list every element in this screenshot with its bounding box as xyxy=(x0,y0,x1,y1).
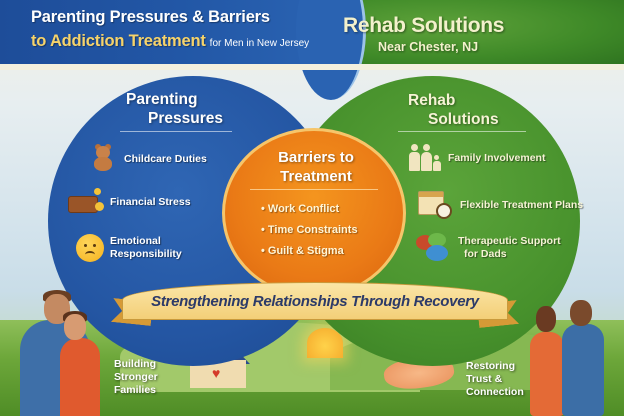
header-blue-panel xyxy=(0,0,330,64)
rehab-title: Rehab Solutions xyxy=(343,14,505,37)
header: Parenting Pressures & Barriers to Addict… xyxy=(0,0,624,100)
parenting-item-childcare: Childcare Duties xyxy=(88,144,207,174)
barriers-divider xyxy=(250,189,378,190)
chat-bubbles-icon xyxy=(416,233,452,263)
barrier-item: • Work Conflict xyxy=(261,203,340,215)
teddy-bear-icon xyxy=(88,144,118,174)
barrier-item: • Guilt & Stigma xyxy=(261,245,344,257)
caption-restoring-trust: Restoring Trust & Connection xyxy=(466,360,524,398)
banner-text: Strengthening Relationships Through Reco… xyxy=(151,292,479,310)
caption-building-families: Building Stronger Families xyxy=(114,358,158,396)
solutions-item-therapeutic: Therapeutic Support for Dads xyxy=(416,233,561,263)
sun-icon xyxy=(307,328,343,358)
parenting-heading: Parenting Pressures xyxy=(126,91,223,127)
barriers-heading: Barriers to Treatment xyxy=(278,149,354,185)
banner-ribbon: Strengthening Relationships Through Reco… xyxy=(122,282,508,320)
son-head xyxy=(64,314,86,340)
barrier-item: • Time Constraints xyxy=(261,224,358,236)
main-title-subtext: for Men in New Jersey xyxy=(209,38,310,49)
parenting-divider xyxy=(120,131,232,132)
solutions-heading: Rehab Solutions xyxy=(408,92,499,128)
calendar-clock-icon xyxy=(418,189,454,221)
sky-band xyxy=(0,64,624,70)
man-head xyxy=(570,300,592,326)
wallet-coins-icon xyxy=(68,188,104,214)
woman-figure xyxy=(530,332,564,416)
parenting-item-emotional: Emotional Responsibility xyxy=(76,234,182,262)
main-title-line1: Parenting Pressures & Barriers xyxy=(31,8,270,26)
parenting-item-financial: Financial Stress xyxy=(68,188,191,214)
sad-face-icon xyxy=(76,234,104,262)
man-figure xyxy=(562,324,604,416)
solutions-divider xyxy=(398,131,526,132)
solutions-item-flexible: Flexible Treatment Plans xyxy=(418,189,583,221)
family-icon xyxy=(408,143,442,173)
son-figure xyxy=(60,338,100,416)
woman-head xyxy=(536,306,556,332)
rehab-location: Near Chester, NJ xyxy=(378,40,479,54)
main-title-highlight: to Addiction Treatment xyxy=(31,32,206,50)
barriers-circle xyxy=(222,128,406,298)
solutions-item-family: Family Involvement xyxy=(408,143,545,173)
